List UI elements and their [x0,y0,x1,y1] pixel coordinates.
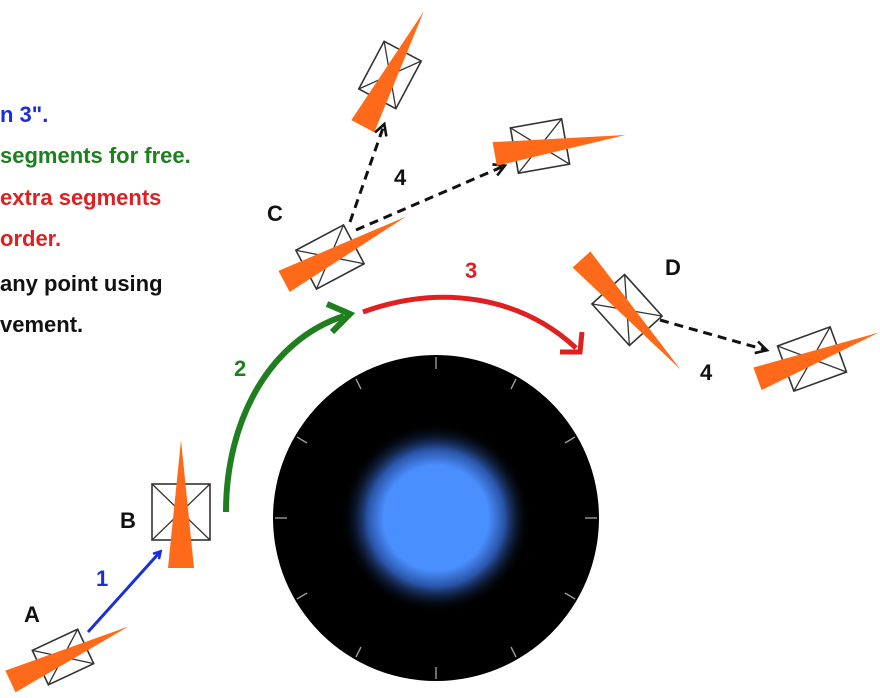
label-point-b: B [120,508,136,533]
spacecraft-d-right [753,325,879,393]
arrow-step-1 [86,552,160,634]
spacecraft-c-up [351,11,424,133]
legend-line-4a: any point using [0,271,163,296]
label-point-a: A [24,602,40,627]
label-step-2: 2 [234,356,247,381]
arrow-step-4-d [659,318,770,355]
legend-line-3b: order. [0,226,62,251]
planet [273,355,599,681]
legend-line-3a: extra segments [0,185,162,210]
label-step-1: 1 [96,566,109,591]
arrow-step-3 [362,294,585,355]
planet-tick-marks [275,357,597,679]
legend-line-1: n 3". [0,102,49,127]
spacecraft-a [5,626,129,693]
label-step-4-lower: 4 [700,360,713,385]
legend-line-2: segments for free. [0,143,191,168]
label-point-c: C [267,201,283,226]
spacecraft-c [278,216,406,293]
arrow-step-4-right [355,163,508,232]
spacecraft-b [151,440,211,568]
arrow-step-4-up [348,121,388,223]
spacecraft-c-right [492,117,626,175]
label-point-d: D [665,255,681,280]
label-step-3: 3 [465,258,478,283]
label-step-4-upper: 4 [394,165,407,190]
arrow-step-2 [223,301,356,513]
legend-line-4b: vement. [0,312,84,337]
spacecraft-d [572,251,681,370]
